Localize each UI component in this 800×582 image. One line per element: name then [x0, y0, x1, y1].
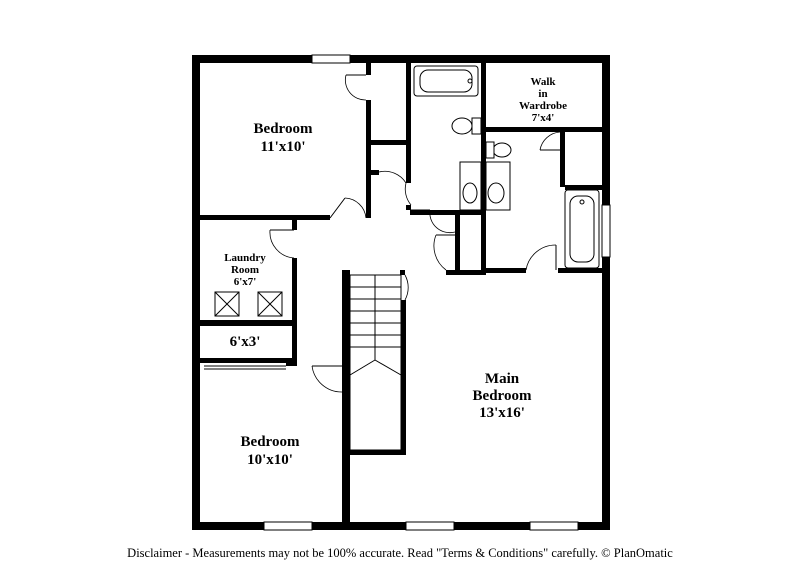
room-label-bedroom-2: Bedroom 10'x10': [241, 434, 300, 468]
room-name-line: Room: [231, 264, 259, 276]
room-size: 13'x16': [479, 405, 525, 421]
room-name: Bedroom: [254, 121, 313, 137]
room-label-main-bedroom: Main Bedroom 13'x16': [473, 371, 532, 421]
windows: [263, 54, 611, 531]
room-label-bedroom-1: Bedroom 11'x10': [254, 121, 313, 155]
room-name: Bedroom: [241, 434, 300, 450]
room-label-walk-in: Walk in Wardrobe 7'x4': [519, 76, 567, 124]
doors: [204, 74, 561, 393]
room-label-laundry: Laundry Room 6'x7': [224, 252, 266, 288]
room-size: 6'x3': [230, 334, 261, 350]
room-size: 6'x7': [234, 276, 257, 288]
room-name-line: Bedroom: [473, 388, 532, 404]
room-name-line: Laundry: [224, 252, 266, 264]
room-size: 7'x4': [532, 112, 555, 124]
room-size: 11'x10': [260, 139, 305, 155]
outer-walls: [192, 55, 610, 530]
disclaimer-text: Disclaimer - Measurements may not be 100…: [127, 546, 673, 560]
room-name-line: Wardrobe: [519, 100, 567, 112]
room-name-line: Main: [485, 371, 520, 387]
room-size: 10'x10': [247, 452, 293, 468]
room-label-closet: 6'x3': [230, 334, 261, 350]
room-name-line: in: [538, 88, 547, 100]
fixtures: [214, 65, 600, 451]
room-name-line: Walk: [530, 76, 556, 88]
interior-walls: [200, 63, 602, 530]
